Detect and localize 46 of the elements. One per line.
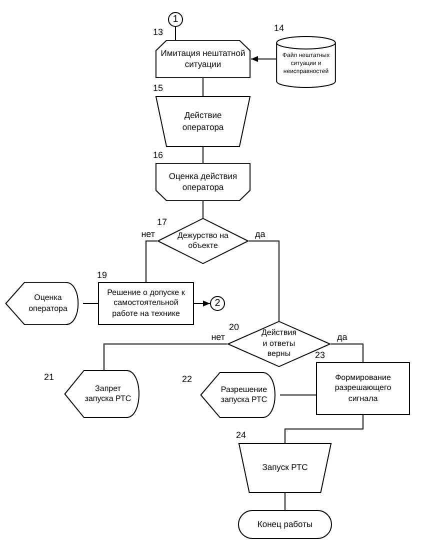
edge-label: нет bbox=[211, 333, 225, 342]
node-label: Дежурство на объекте bbox=[177, 230, 229, 252]
connector-line bbox=[284, 414, 364, 444]
step-number: 20 bbox=[229, 323, 240, 332]
connector-line bbox=[280, 394, 316, 396]
node-label: Формирование разрешающего сигнала bbox=[334, 372, 392, 404]
step-number: 13 bbox=[153, 28, 164, 37]
step-number: 19 bbox=[97, 271, 108, 280]
connector-line bbox=[248, 240, 280, 322]
step-number: 22 bbox=[182, 375, 192, 384]
connector-number: 1 bbox=[172, 13, 178, 26]
connector-line bbox=[146, 240, 158, 282]
node-label: Действия и ответы верны bbox=[261, 328, 297, 360]
step-number: 21 bbox=[44, 373, 54, 382]
connector-line bbox=[194, 300, 210, 306]
node-label: Запуск РТС bbox=[262, 462, 308, 474]
node-label: Действие оператора bbox=[181, 110, 225, 133]
connector-line bbox=[250, 56, 276, 62]
connector-line bbox=[202, 146, 204, 164]
edge-label: да bbox=[255, 230, 266, 239]
step-number: 15 bbox=[153, 84, 164, 93]
step-number: 14 bbox=[274, 24, 284, 33]
connector-number: 2 bbox=[214, 297, 220, 310]
decision-diamond bbox=[157, 218, 249, 264]
step-number: 17 bbox=[157, 218, 168, 227]
connector-line bbox=[104, 344, 228, 370]
connector-line bbox=[330, 344, 364, 362]
node-label: Решение о допуске к самостоятельной работе на технике bbox=[106, 288, 186, 320]
edge-label: нет bbox=[141, 230, 155, 239]
node-label: Имитация нештатной ситуации bbox=[160, 48, 246, 70]
node-label: Разрешение запуска РТС bbox=[220, 384, 268, 406]
terminal-shape bbox=[238, 510, 332, 539]
connector-line bbox=[202, 78, 204, 96]
step-number: 24 bbox=[236, 431, 246, 440]
connector-line bbox=[284, 492, 286, 510]
connector-line bbox=[202, 200, 204, 218]
step-number: 16 bbox=[153, 151, 164, 160]
node-label: Оценка действия оператора bbox=[168, 170, 238, 194]
connector-line bbox=[175, 26, 176, 40]
step-number: 23 bbox=[315, 351, 326, 360]
edge-label: да bbox=[337, 333, 348, 342]
node-label: Запрет запуска РТС bbox=[84, 384, 132, 404]
node-label: Конец работы bbox=[257, 518, 313, 530]
connector-line bbox=[82, 303, 98, 304]
node-label: Оценка оператора bbox=[28, 293, 68, 314]
decision-diamond bbox=[227, 321, 331, 367]
